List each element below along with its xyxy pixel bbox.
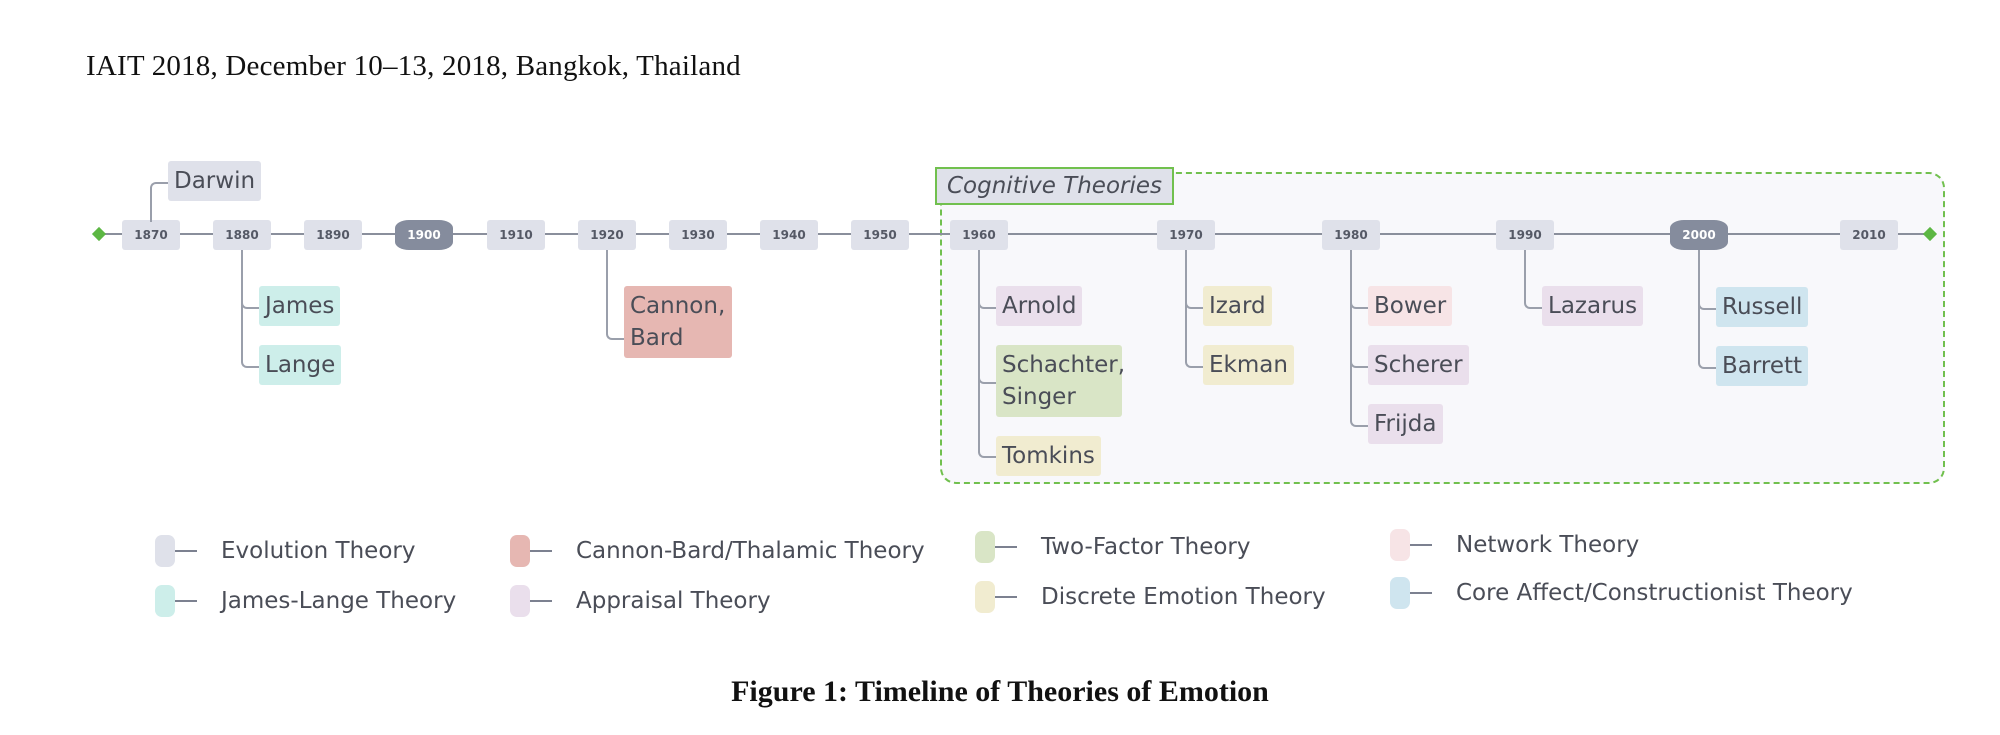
year-1870: 1870 (122, 220, 180, 250)
legend-swatch (155, 585, 175, 617)
year-1960: 1960 (950, 220, 1008, 250)
legend-label: Evolution Theory (221, 538, 416, 564)
conference-header: IAIT 2018, December 10–13, 2018, Bangkok… (86, 50, 741, 82)
year-1950: 1950 (851, 220, 909, 250)
legend-swatch (155, 535, 175, 567)
node-bower: Bower (1368, 286, 1453, 326)
legend-appraisal-theory: Appraisal Theory (510, 585, 771, 617)
node-izard: Izard (1203, 286, 1272, 326)
year-1970: 1970 (1157, 220, 1215, 250)
year-1900: 1900 (395, 220, 453, 250)
node-ekman: Ekman (1203, 345, 1294, 385)
node-darwin: Darwin (168, 161, 262, 201)
year-1930: 1930 (669, 220, 727, 250)
year-1920: 1920 (578, 220, 636, 250)
node-lange: Lange (259, 345, 342, 385)
legend-cannon-bard-theory: Cannon-Bard/Thalamic Theory (510, 535, 925, 567)
node-schachter-singer: Schachter, Singer (996, 345, 1125, 417)
year-2000: 2000 (1670, 220, 1728, 250)
legend-core-affect-theory: Core Affect/Constructionist Theory (1390, 577, 1853, 609)
legend-two-factor-theory: Two-Factor Theory (975, 531, 1250, 563)
connector-cannon-bard (606, 250, 626, 340)
node-lazarus: Lazarus (1542, 286, 1644, 326)
legend-line (530, 550, 552, 552)
node-james: James (259, 286, 341, 326)
figure-caption: Figure 1: Timeline of Theories of Emotio… (731, 675, 1269, 708)
node-russell: Russell (1716, 287, 1809, 327)
connector-ekman (1185, 250, 1205, 368)
legend-label: Cannon-Bard/Thalamic Theory (576, 538, 925, 564)
connector-barrett (1698, 250, 1718, 369)
year-1880: 1880 (213, 220, 271, 250)
year-1910: 1910 (487, 220, 545, 250)
cognitive-theories-label: Cognitive Theories (935, 167, 1175, 205)
year-2010: 2010 (1840, 220, 1898, 250)
legend-line (1410, 592, 1432, 594)
legend-line (1410, 544, 1432, 546)
connector-frijda (1350, 250, 1370, 427)
legend-label: Discrete Emotion Theory (1041, 584, 1326, 610)
legend-label: James-Lange Theory (221, 588, 457, 614)
timeline-start-marker (91, 226, 107, 242)
connector-lazarus (1524, 250, 1544, 309)
year-1990: 1990 (1496, 220, 1554, 250)
node-barrett: Barrett (1716, 346, 1809, 386)
cognitive-theories-group (940, 172, 1945, 484)
legend-line (530, 600, 552, 602)
legend-swatch (510, 585, 530, 617)
node-cannon-bard: Cannon, Bard (624, 286, 732, 358)
legend-swatch (510, 535, 530, 567)
year-1890: 1890 (304, 220, 362, 250)
legend-line (995, 596, 1017, 598)
legend-discrete-emotion-theory: Discrete Emotion Theory (975, 581, 1326, 613)
legend-label: Two-Factor Theory (1041, 534, 1251, 560)
legend-swatch (1390, 529, 1410, 561)
legend-line (175, 600, 197, 602)
legend-line (175, 550, 197, 552)
legend-label: Network Theory (1456, 532, 1640, 558)
year-1940: 1940 (760, 220, 818, 250)
legend-james-lange-theory: James-Lange Theory (155, 585, 456, 617)
legend-line (995, 546, 1017, 548)
legend-swatch (975, 531, 995, 563)
legend-label: Appraisal Theory (576, 588, 771, 614)
timeline-axis (98, 233, 1930, 235)
legend-swatch (1390, 577, 1410, 609)
connector-tomkins (978, 250, 998, 458)
connector-darwin (150, 182, 170, 222)
node-arnold: Arnold (996, 286, 1083, 326)
node-frijda: Frijda (1368, 404, 1443, 444)
legend-network-theory: Network Theory (1390, 529, 1639, 561)
connector-lange (241, 250, 261, 368)
node-scherer: Scherer (1368, 345, 1469, 385)
legend-evolution-theory: Evolution Theory (155, 535, 415, 567)
legend-swatch (975, 581, 995, 613)
year-1980: 1980 (1322, 220, 1380, 250)
node-tomkins: Tomkins (996, 436, 1101, 476)
legend-label: Core Affect/Constructionist Theory (1456, 580, 1853, 606)
